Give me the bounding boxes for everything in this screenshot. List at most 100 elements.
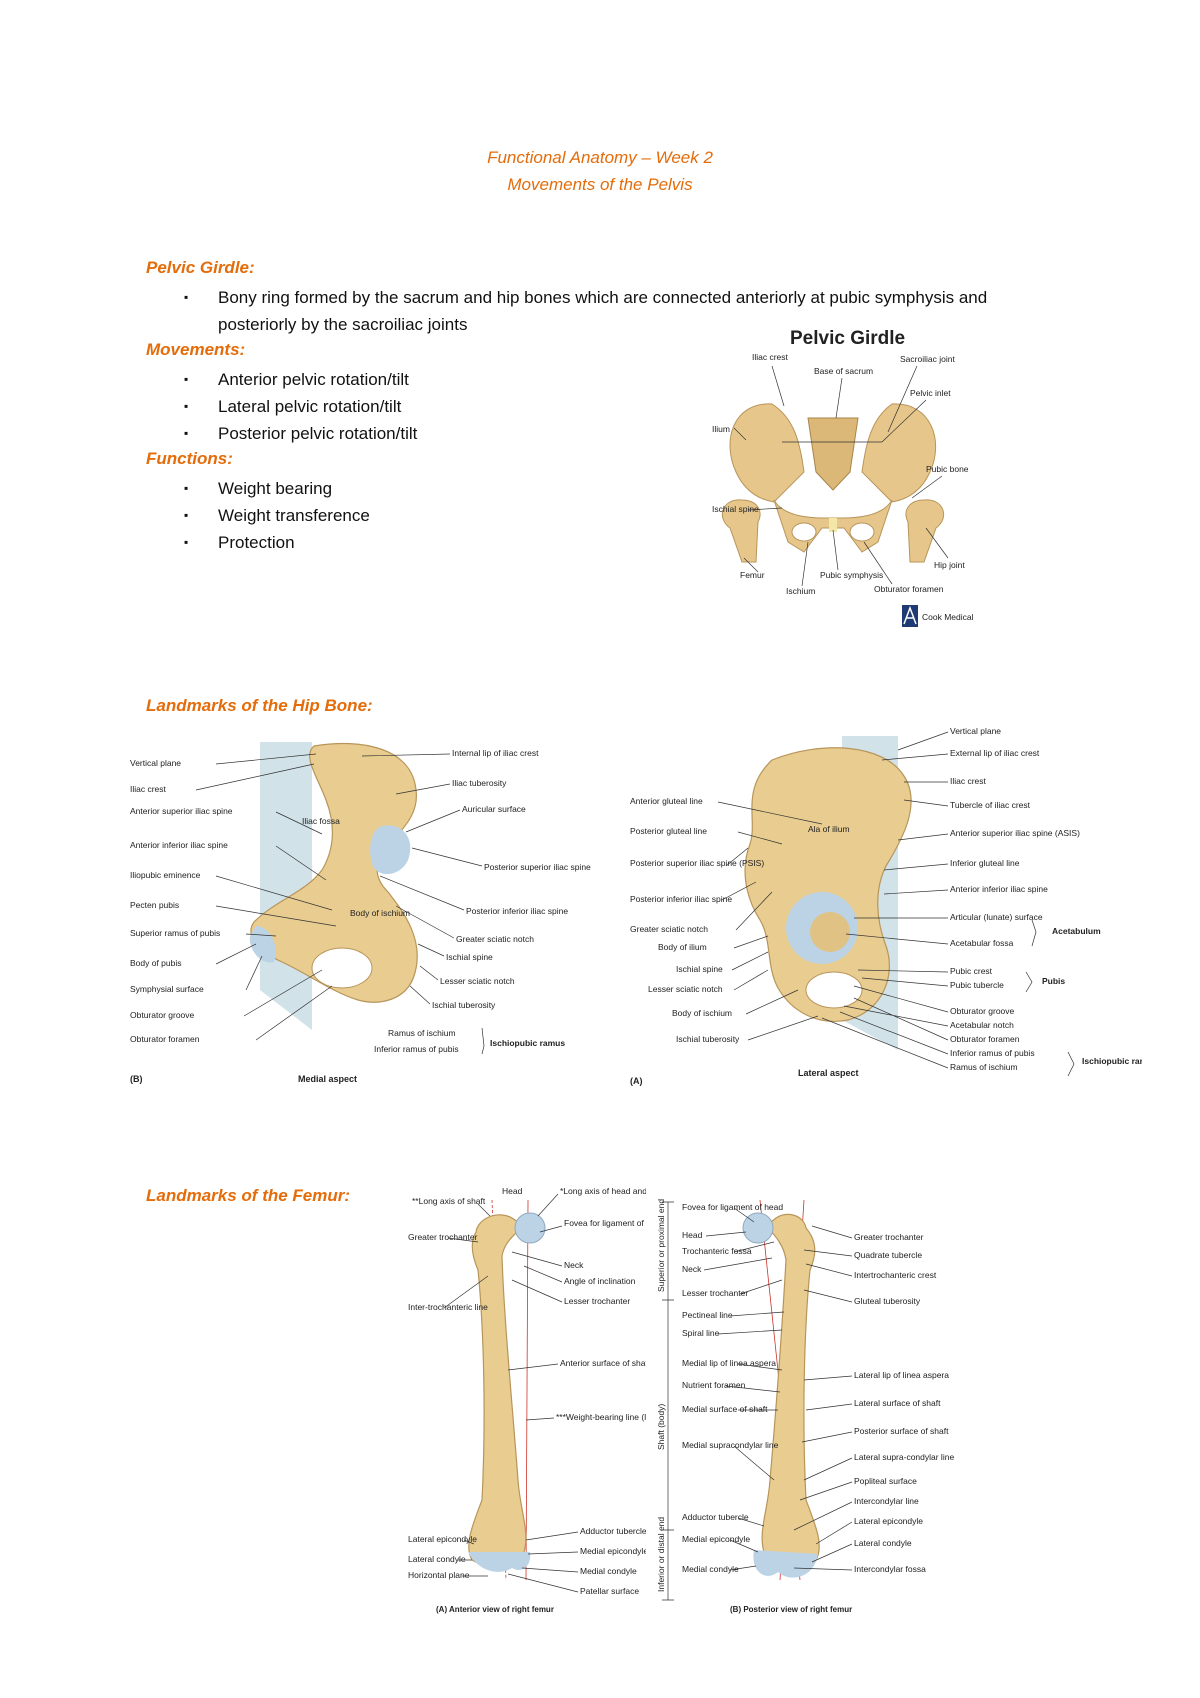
femur-label: Adductor tubercle — [580, 1526, 646, 1536]
hip-label: Anterior inferior iliac spine — [950, 884, 1048, 894]
femur-posterior-left-labels: Fovea for ligament of head Head Trochant… — [682, 1202, 783, 1574]
function-item: Weight bearing — [184, 475, 370, 502]
pelvis-obturator-right — [849, 522, 875, 542]
femur-label: Angle of inclination — [564, 1276, 636, 1286]
femur-label: Gluteal tuberosity — [854, 1296, 921, 1306]
hip-label: Obturator foramen — [130, 1034, 200, 1044]
pelvis-sacrum — [807, 417, 859, 491]
femur-label: Lateral epicondyle — [854, 1516, 923, 1526]
hip-label: Obturator groove — [130, 1010, 195, 1020]
femur-posterior-region-ticks — [662, 1201, 674, 1601]
obturator-foramen-lateral — [805, 971, 863, 1009]
femur-label: Head — [682, 1230, 703, 1240]
pelvis-label: Ischium — [786, 586, 815, 596]
femur-label: Quadrate tubercle — [854, 1250, 922, 1260]
femur-posterior-head — [742, 1212, 774, 1244]
hip-label: Ramus of ischium — [388, 1028, 456, 1038]
hip-label: Anterior inferior iliac spine — [130, 840, 228, 850]
hip-label: Inferior ramus of pubis — [374, 1044, 459, 1054]
femur-label: Lateral epicondyle — [408, 1534, 477, 1544]
femur-posterior-right-leaders — [793, 1225, 853, 1571]
femur-label: Neck — [564, 1260, 584, 1270]
heading-hip-landmarks: Landmarks of the Hip Bone: — [146, 696, 373, 715]
pelvis-leader-lines — [733, 365, 949, 587]
pelvis-label: Pubic symphysis — [820, 570, 883, 580]
pelvis-logo-text: Cook Medical — [922, 612, 974, 622]
hip-label: Anterior gluteal line — [630, 796, 703, 806]
femur-label: Trochanteric fossa — [682, 1246, 752, 1256]
hip-label: Obturator groove — [950, 1006, 1015, 1016]
hip-lateral-left-labels: Anterior gluteal line Posterior gluteal … — [630, 796, 764, 1044]
auricular-surface — [370, 825, 411, 875]
hip-medial-figure: Iliac fossa Body of ischium Vertical pla… — [130, 742, 591, 1084]
hip-lateral-figure: Ala of ilium Anterior gluteal line Poste… — [630, 726, 1142, 1086]
pelvis-label: Hip joint — [934, 560, 965, 570]
femur-label: ***Weight-bearing line (line of gravity) — [556, 1412, 646, 1422]
hip-medial-group-label: Ischiopubic ramus — [490, 1038, 565, 1048]
hip-label: Iliac tuberosity — [452, 778, 507, 788]
femur-posterior-condyles — [753, 1550, 818, 1578]
femur-posterior-left-leaders — [703, 1207, 785, 1571]
pelvic-girdle-bullet: Bony ring formed by the sacrum and hip b… — [184, 284, 1024, 338]
hip-medial-panel: (B) — [130, 1074, 143, 1084]
femur-label: Medial epicondyle — [682, 1534, 750, 1544]
femur-label: Lesser trochanter — [564, 1296, 630, 1306]
movements-list: Anterior pelvic rotation/tilt Lateral pe… — [184, 366, 417, 447]
femur-posterior-caption: (B) Posterior view of right femur — [730, 1605, 852, 1614]
pelvis-label: Femur — [740, 570, 765, 580]
pelvis-label: Ischial spine — [712, 504, 759, 514]
hip-lateral-group-label: Acetabulum — [1052, 926, 1101, 936]
hip-label: Acetabular notch — [950, 1020, 1014, 1030]
hip-label: Ischial spine — [446, 952, 493, 962]
movement-item: Anterior pelvic rotation/tilt — [184, 366, 417, 393]
hip-label: Ramus of ischium — [950, 1062, 1018, 1072]
hip-label: Iliopubic eminence — [130, 870, 201, 880]
femur-anterior-bone — [468, 1214, 527, 1567]
hip-label: Posterior inferior iliac spine — [466, 906, 568, 916]
hip-label: Body of ischium — [672, 1008, 732, 1018]
hip-label: Obturator foramen — [950, 1034, 1020, 1044]
femur-label: Greater trochanter — [408, 1232, 478, 1242]
vertical-plane — [260, 742, 312, 1030]
femur-anterior-right-labels: Head *Long axis of head and neck Fovea f… — [502, 1186, 646, 1596]
femur-label: Lateral condyle — [854, 1538, 912, 1548]
hip-label: Pecten pubis — [130, 900, 179, 910]
femur-label: Medial lip of linea aspera — [682, 1358, 776, 1368]
hip-label: Auricular surface — [462, 804, 526, 814]
hip-lateral-group-label: Ischiopubic ramus — [1082, 1056, 1142, 1066]
femur-label: Lateral surface of shaft — [854, 1398, 941, 1408]
femur-anterior-left-leaders — [443, 1203, 491, 1577]
hip-label: Posterior superior iliac spine — [484, 862, 591, 872]
hip-lateral-left-leaders — [717, 801, 823, 1041]
femur-label: Neck — [682, 1264, 702, 1274]
pelvic-girdle-list: Bony ring formed by the sacrum and hip b… — [184, 284, 1024, 338]
femur-label: Popliteal surface — [854, 1476, 917, 1486]
femur-label: Intertrochanteric crest — [854, 1270, 937, 1280]
hip-label: Posterior superior iliac spine (PSIS) — [630, 858, 764, 868]
pelvis-label: Iliac crest — [752, 352, 789, 362]
femur-label: Fovea for ligament of head — [564, 1218, 646, 1228]
femur-label: Intercondylar fossa — [854, 1564, 926, 1574]
femur-label: **Long axis of shaft — [412, 1196, 486, 1206]
femur-label: Intercondylar line — [854, 1496, 919, 1506]
heading-movements: Movements: — [146, 340, 246, 359]
pelvis-ilium-left — [729, 403, 805, 503]
hip-label: Anterior superior iliac spine — [130, 806, 233, 816]
hip-label: Lesser sciatic notch — [440, 976, 515, 986]
hip-label: Posterior inferior iliac spine — [630, 894, 732, 904]
pelvis-ilium-right — [861, 403, 937, 503]
femur-label: Posterior surface of shaft — [854, 1426, 949, 1436]
function-item: Weight transference — [184, 502, 370, 529]
hip-label: Acetabular fossa — [950, 938, 1014, 948]
femur-label: Medial epicondyle — [580, 1546, 646, 1556]
hip-label: Lesser sciatic notch — [648, 984, 723, 994]
hip-medial-left-leaders — [195, 753, 337, 1041]
femur-label: *Long axis of head and neck — [560, 1186, 646, 1196]
pelvis-figure-title: Pelvic Girdle — [790, 328, 905, 349]
weight-bearing-line — [525, 1199, 529, 1581]
function-item: Protection — [184, 529, 370, 556]
hip-label: Ischial tuberosity — [676, 1034, 740, 1044]
pelvis-label: Sacroiliac joint — [900, 354, 955, 364]
hip-label: Anterior superior iliac spine (ASIS) — [950, 828, 1080, 838]
femur-label: Lesser trochanter — [682, 1288, 748, 1298]
